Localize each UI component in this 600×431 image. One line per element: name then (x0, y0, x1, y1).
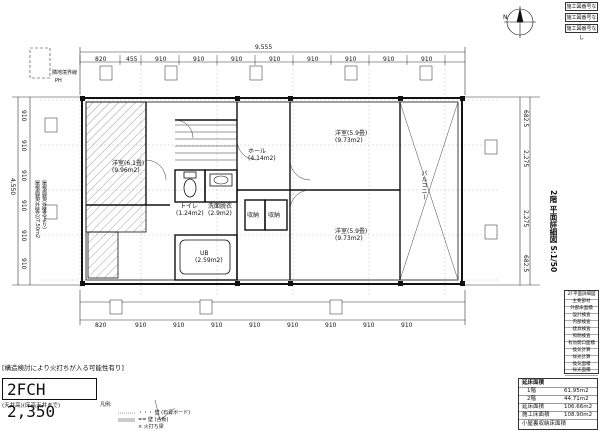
room-area-7: (2.59m2) (195, 257, 223, 264)
right-dim-4: 682.5 (522, 255, 529, 273)
note-boundary: 隣地境界線 (52, 70, 78, 76)
left-dim-5: 910 (20, 230, 27, 242)
right-info-panel: 2F平面詳細図 主要部材 外部床面積 設計検査 内部検査 建具検査 照明検査 有… (564, 290, 599, 376)
table-row: 2階 44.71m2 (519, 395, 597, 404)
bottom-dim-7: 910 (325, 322, 337, 329)
left-dim-2: 910 (20, 140, 27, 152)
left-dim-1: 910 (20, 110, 27, 122)
room-area-1: (9.96m2) (112, 167, 140, 174)
compass-label: N (503, 14, 508, 21)
legend-item-2: == 壁 (合板) (138, 417, 169, 423)
area-table: 延床面積 1階 61.95m2 2階 44.71m2 延床面積 106.66m2… (518, 378, 598, 430)
rt-cell: 換気面積 (565, 361, 598, 370)
area-floor: 2階 (527, 396, 536, 402)
room-label-8: 収納 (247, 212, 260, 219)
room-label-9: 収納 (268, 212, 281, 219)
drawing-title: 2階 平面詳細図 S:1/50 (549, 190, 558, 273)
bottom-dim-1: 820 (95, 322, 107, 329)
room-label-5: トイレ (180, 203, 199, 210)
rt-cell: 有効開口面積 (565, 340, 598, 349)
area-header: 延床面積 (522, 380, 545, 386)
right-dim-3: 2,275 (522, 210, 529, 228)
area-value: 108.90m2 (564, 412, 593, 418)
table-row: 延床面積 106.66m2 (519, 403, 597, 412)
stamp-2: 施工図番号なし (565, 13, 598, 30)
left-note-1: 屋根面積(外壁芯)7,50m2 (34, 180, 40, 239)
room-label-6: バルコニー (420, 170, 427, 200)
area-value: 106.66m2 (564, 404, 593, 410)
top-dim-total: 9,555 (255, 44, 273, 51)
area-floor: 延床面積 (522, 404, 545, 410)
rt-cell: 照明検査 (565, 333, 598, 342)
room-label-2: 洋室(5.9畳) (335, 130, 368, 137)
left-dim-4: 910 (20, 200, 27, 212)
ceiling-sub-caption: (天井高)(床高天井まで) (2, 403, 61, 409)
area-floor: 1階 (527, 388, 536, 394)
top-dim-6: 910 (269, 56, 281, 63)
area-value: 61.95m2 (564, 388, 589, 394)
top-dim-2: 455 (126, 56, 138, 63)
rt-cell: 内部検査 (565, 319, 598, 328)
left-dim-total: 4,550 (9, 178, 16, 196)
stamp-3: 施工図番号なし (565, 24, 598, 41)
rt-cell: 採光面積 (565, 367, 598, 376)
bottom-dim-6: 910 (287, 322, 299, 329)
rt-cell: 設計検査 (565, 312, 598, 321)
bottom-dim-9: 910 (401, 322, 413, 329)
left-note-2: 屋根面積(外壁芯より) (41, 180, 47, 229)
top-dim-4: 910 (193, 56, 205, 63)
bottom-dim-2: 910 (135, 322, 147, 329)
right-dim-2: 2,275 (522, 150, 529, 168)
room-label-3: 洋室(5.9畳) (335, 228, 368, 235)
rt-cell: 採光計算 (565, 354, 598, 363)
top-dim-5: 910 (231, 56, 243, 63)
left-dim-6: 910 (20, 258, 27, 270)
bottom-dim-5: 910 (249, 322, 261, 329)
room-area-2: (9.73m2) (335, 137, 363, 144)
left-dim-3: 910 (20, 170, 27, 182)
rt-cell: 外部床面積 (565, 305, 598, 314)
rt-cell: 2F平面詳細図 (565, 291, 598, 300)
room-label-7: UB (200, 250, 209, 257)
area-value: 44.71m2 (564, 396, 589, 402)
room-label-4: ホール (248, 148, 267, 155)
room-area-3: (9.73m2) (335, 235, 363, 242)
rt-cell: 主要部材 (565, 298, 598, 307)
bottom-dim-4: 910 (211, 322, 223, 329)
bottom-dim-8: 910 (363, 322, 375, 329)
room-label-1: 洋室(6.1畳) (112, 160, 145, 167)
legend-title: 凡例: (100, 402, 112, 408)
top-dim-7: 910 (307, 56, 319, 63)
table-row: 1階 61.95m2 (519, 387, 597, 396)
area-table-header: 延床面積 (519, 379, 597, 388)
rt-cell: 換気計算 (565, 347, 598, 356)
bottom-dim-3: 910 (173, 322, 185, 329)
area-table-footer: 小屋裏収納床面積 (519, 420, 597, 428)
top-dim-10: 910 (421, 56, 433, 63)
area-floor: 施工床面積 (522, 412, 550, 418)
room-label-10: 洗面脱衣 (208, 203, 233, 210)
rt-cell: 建具検査 (565, 326, 598, 335)
structure-caption: [構造検討により火打ちが入る可能性有り] (2, 364, 124, 372)
right-dim-1: 682.5 (522, 110, 529, 128)
legend-item-1: ・・・ 壁 (石膏ボード) (138, 410, 191, 416)
area-footer: 小屋裏収納床面積 (522, 421, 567, 427)
stamp-1: 施工図番号なし (565, 2, 598, 19)
note-ph: PH (55, 78, 62, 84)
top-dim-1: 820 (95, 56, 107, 63)
room-area-5: (1.24m2) (176, 210, 204, 217)
legend-item-3: × 火打ち梁 (138, 424, 164, 430)
top-dim-9: 910 (383, 56, 395, 63)
room-area-10: (2.9m2) (208, 210, 232, 217)
room-area-4: (4.14m2) (248, 155, 276, 162)
top-dim-3: 910 (155, 56, 167, 63)
table-row: 施工床面積 108.90m2 (519, 411, 597, 420)
ceiling-height-code: 2FCH 2,350 (2, 378, 97, 421)
top-dim-8: 910 (345, 56, 357, 63)
